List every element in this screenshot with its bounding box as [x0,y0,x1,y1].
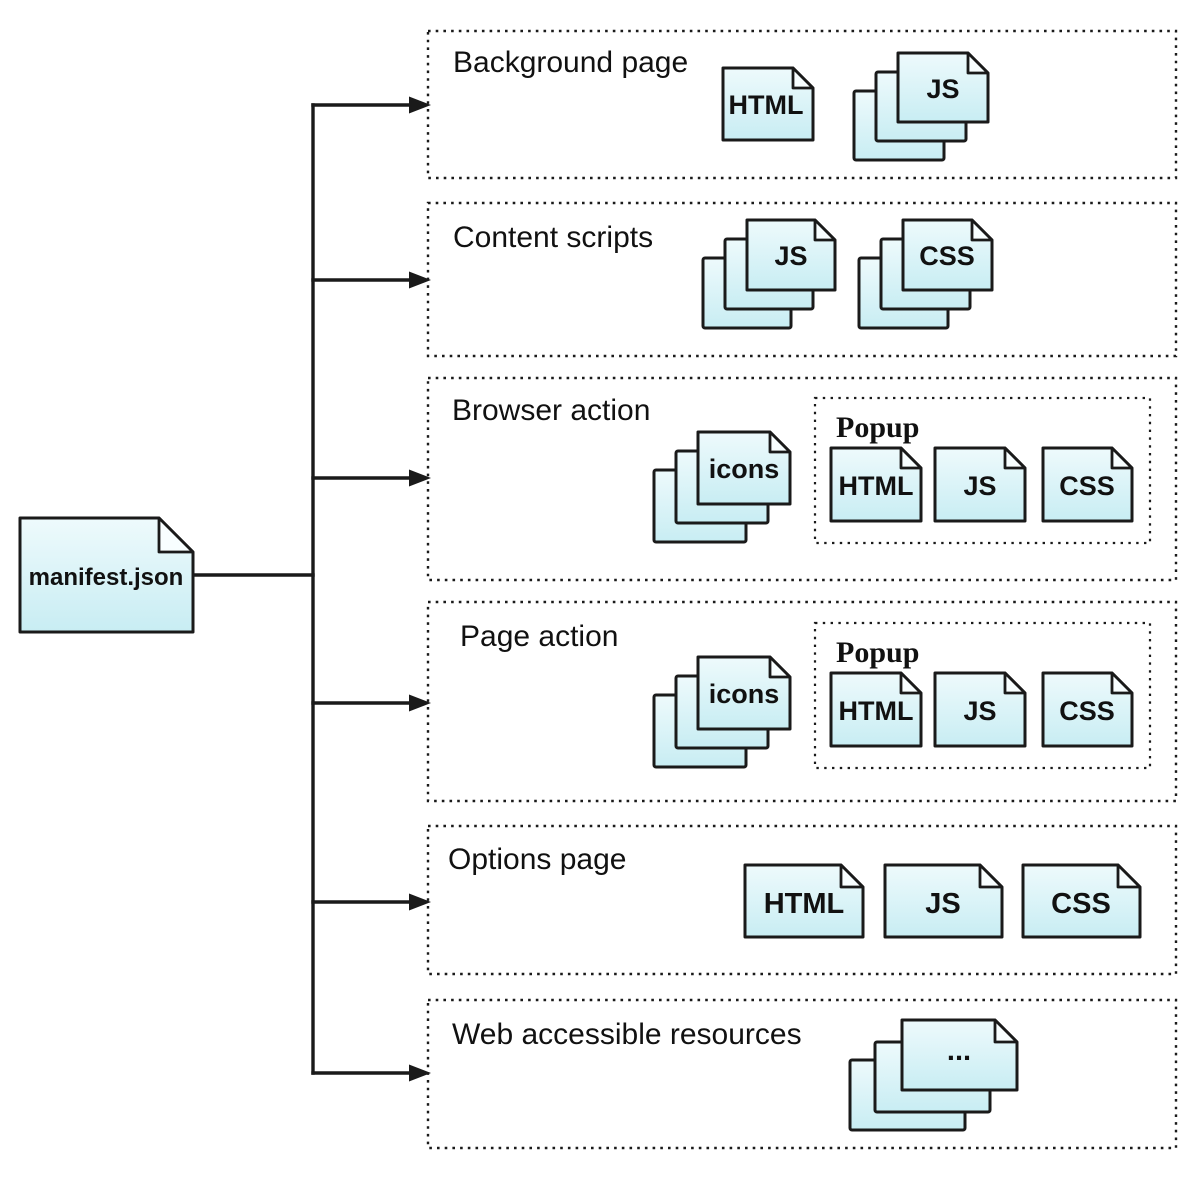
fold-corner-icon [768,430,792,454]
section-box-content-scripts [426,201,1178,358]
svg-text:JS: JS [926,74,959,104]
fold-corner-icon [899,446,923,470]
fold-corner-icon [1116,863,1142,889]
section-title-war: Web accessible resources [452,1018,802,1051]
section-box-browser-action [426,376,1178,582]
section-title-page-action: Page action [460,620,618,653]
section-title-background: Background page [453,46,688,79]
connector-branch-background [311,96,431,114]
fold-corner-icon [966,51,990,75]
section-browser-action: Browser action icons Popup HTML JS [426,376,1178,582]
arrowhead-background [409,96,431,114]
fold-corner-icon [978,863,1004,889]
manifest-file-icon: manifest.json [18,516,195,634]
arrowhead-browser-action [409,469,431,487]
svg-text:JS: JS [963,696,996,726]
section-title-browser-action: Browser action [452,394,650,427]
resources-file-stack: ... [848,1018,1019,1132]
js-file-icon: JS [933,446,1027,523]
popup-box [813,621,1152,770]
manifest-label: manifest.json [29,564,184,591]
svg-text:HTML: HTML [839,696,914,726]
fold-corner-icon [768,655,792,679]
svg-text:HTML: HTML [729,90,804,120]
svg-text:icons: icons [709,679,780,709]
fold-corner-icon [993,1018,1019,1044]
fold-corner-icon [1003,671,1027,695]
svg-text:JS: JS [774,241,807,271]
icons-file-stack: icons [652,655,792,769]
fold-corner-icon [1110,671,1134,695]
svg-text:icons: icons [709,454,780,484]
fold-corner-icon [813,218,837,242]
fold-corner-icon [839,863,865,889]
js-file-stack: JS [852,51,990,162]
arrowhead-content-scripts [409,271,431,289]
section-page-action: Page action icons Popup HTML JS [426,600,1178,803]
section-box-options [426,824,1178,976]
css-file-icon: CSS [1021,863,1142,939]
popup-group: Popup HTML JS CSS [813,621,1152,770]
arrowhead-war [409,1064,431,1082]
html-file-icon: HTML [721,66,815,142]
html-file-icon: HTML [829,446,923,523]
section-box-war [426,998,1178,1150]
ellipsis-label: ... [947,1035,971,1067]
popup-box [813,396,1152,545]
section-options-page: Options page HTML JS CSS [426,824,1178,976]
popup-title: Popup [836,411,919,444]
js-file-icon: JS [933,671,1027,748]
fold-corner-icon [157,516,195,554]
fold-corner-icon [791,66,815,90]
css-file-icon: CSS [1041,446,1134,523]
popup-title: Popup [836,636,919,669]
svg-text:CSS: CSS [1051,888,1111,920]
section-box-page-action [426,600,1178,803]
svg-text:JS: JS [925,888,960,920]
connector-branch-browser-action [311,469,431,487]
fold-corner-icon [1003,446,1027,470]
svg-text:CSS: CSS [919,241,975,271]
svg-text:HTML: HTML [839,471,914,501]
svg-text:CSS: CSS [1059,696,1115,726]
css-file-stack: CSS [857,218,994,330]
connector-branch-war [311,1064,431,1082]
popup-group: Popup HTML JS CSS [813,396,1152,545]
svg-text:CSS: CSS [1059,471,1115,501]
connector-branch-page-action [311,694,431,712]
arrowhead-page-action [409,694,431,712]
html-file-icon: HTML [743,863,865,939]
js-file-icon: JS [883,863,1004,939]
section-content-scripts: Content scripts JS CSS [426,201,1178,358]
section-title-options: Options page [448,843,626,876]
fold-corner-icon [970,218,994,242]
svg-text:JS: JS [963,471,996,501]
section-title-content-scripts: Content scripts [453,221,653,254]
fold-corner-icon [1110,446,1134,470]
connector-branch-content-scripts [311,271,431,289]
fold-corner-icon [899,671,923,695]
arrowhead-options [409,893,431,911]
connector-branch-options [311,893,431,911]
section-web-accessible-resources: Web accessible resources ... [426,998,1178,1150]
svg-text:HTML: HTML [764,888,845,920]
html-file-icon: HTML [829,671,923,748]
section-background-page: Background page HTML JS [426,29,1178,180]
css-file-icon: CSS [1041,671,1134,748]
connector-lines [191,96,431,1082]
js-file-stack: JS [701,218,837,330]
icons-file-stack: icons [652,430,792,544]
